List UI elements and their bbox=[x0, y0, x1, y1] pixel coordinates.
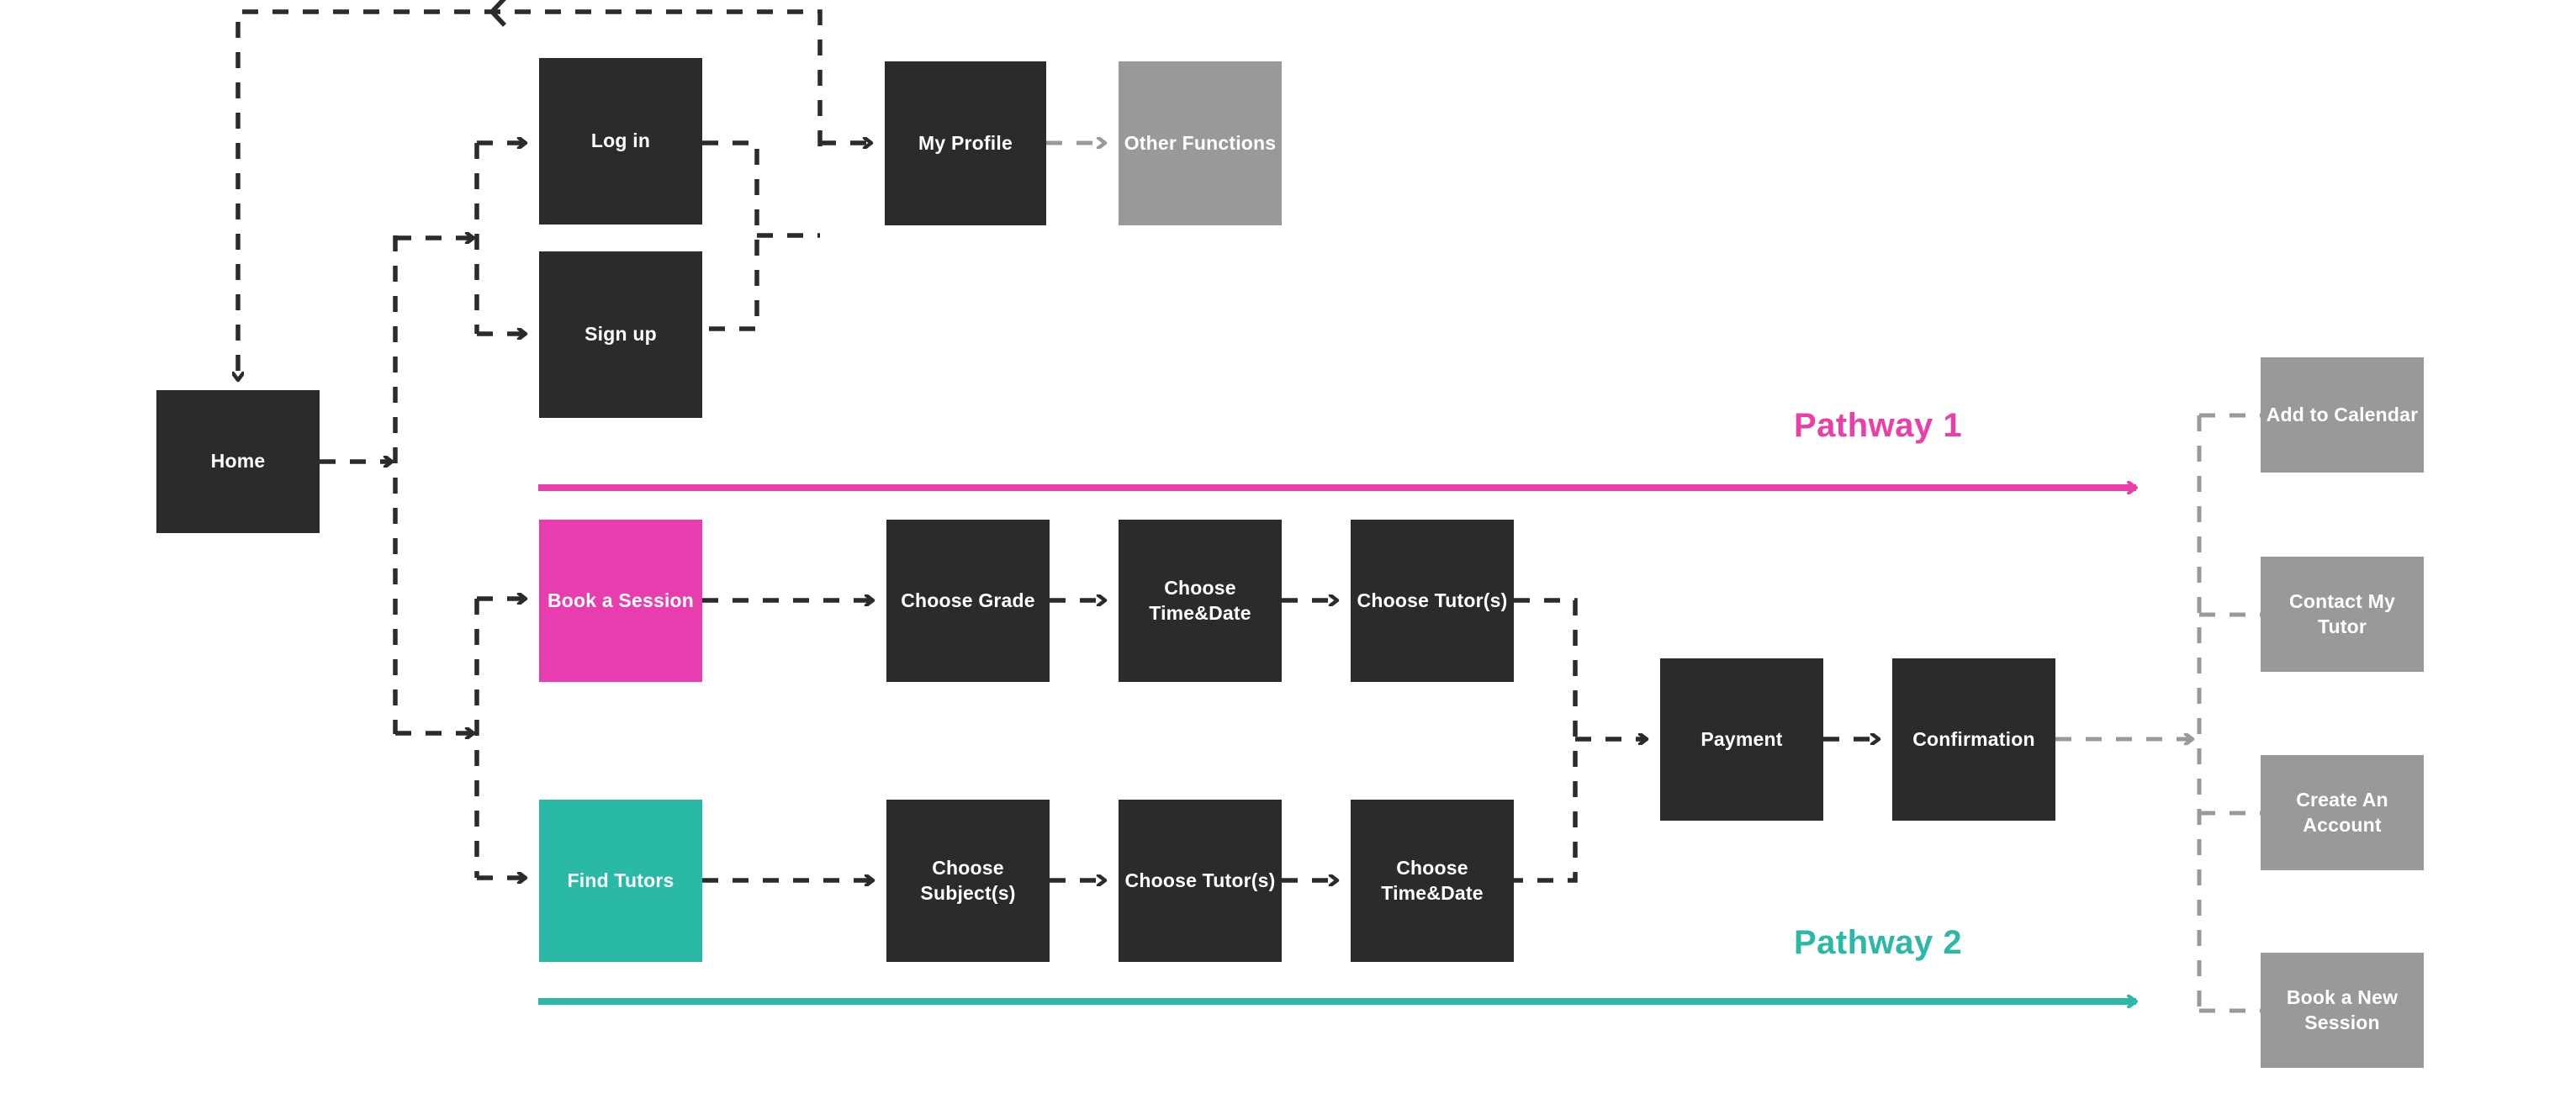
pathway-1-label: Pathway 1 bbox=[1794, 407, 1963, 444]
flow-node-book-a-new-session[interactable]: Book a New Session bbox=[2261, 953, 2424, 1068]
flow-node-my-profile[interactable]: My Profile bbox=[885, 61, 1046, 225]
flow-node-confirmation[interactable]: Confirmation bbox=[1892, 658, 2055, 821]
flow-node-label: My Profile bbox=[918, 131, 1013, 154]
flow-node-payment[interactable]: Payment bbox=[1660, 658, 1823, 821]
flow-node-add-to-calendar[interactable]: Add to Calendar bbox=[2261, 357, 2424, 473]
flow-node-label: Payment bbox=[1701, 727, 1783, 750]
flow-node-label: Choose Subject(s) bbox=[920, 857, 1016, 904]
flow-node-contact-my-tutor[interactable]: Contact My Tutor bbox=[2261, 557, 2424, 672]
flow-node-label: Book a New Session bbox=[2286, 986, 2399, 1033]
flow-node-choose-tutors-2[interactable]: Choose Tutor(s) bbox=[1119, 800, 1282, 962]
flow-node-label: Choose Time&Date bbox=[1149, 577, 1251, 624]
flow-node-label: Confirmation bbox=[1912, 727, 2035, 750]
flow-node-choose-time-date-1[interactable]: Choose Time&Date bbox=[1119, 520, 1282, 682]
flow-node-label: Add to Calendar bbox=[2266, 403, 2419, 425]
connector-loopback-topleft-arrow bbox=[489, 0, 507, 27]
connector-pathway1-merge-down bbox=[1514, 598, 1578, 883]
flow-node-home[interactable]: Home bbox=[156, 390, 320, 533]
flow-node-label: Find Tutors bbox=[567, 869, 674, 891]
flow-node-choose-time-date-2[interactable]: Choose Time&Date bbox=[1351, 800, 1514, 962]
flow-node-choose-grade[interactable]: Choose Grade bbox=[886, 520, 1050, 682]
flow-node-choose-subjects[interactable]: Choose Subject(s) bbox=[886, 800, 1050, 962]
flow-node-sign-up[interactable]: Sign up bbox=[539, 251, 702, 418]
flow-node-label: Choose Tutor(s) bbox=[1124, 869, 1276, 891]
flow-node-label: Choose Tutor(s) bbox=[1357, 589, 1508, 611]
flow-node-label: Choose Grade bbox=[901, 589, 1035, 611]
flow-node-label: Sign up bbox=[584, 323, 657, 346]
flow-node-create-an-account[interactable]: Create An Account bbox=[2261, 755, 2424, 870]
connector-loopback-to-home bbox=[238, 9, 823, 380]
connector-login-merge bbox=[702, 140, 759, 331]
flow-node-other-functions[interactable]: Other Functions bbox=[1119, 61, 1282, 225]
flow-node-choose-tutors-1[interactable]: Choose Tutor(s) bbox=[1351, 520, 1514, 682]
flow-node-label: Book a Session bbox=[547, 589, 695, 611]
flow-node-find-tutors[interactable]: Find Tutors bbox=[539, 800, 702, 962]
flow-node-label: Contact My Tutor bbox=[2289, 590, 2395, 637]
flow-node-label: Home bbox=[210, 450, 266, 473]
flow-node-label: Log in bbox=[590, 129, 651, 152]
flow-node-book-a-session[interactable]: Book a Session bbox=[539, 520, 702, 682]
flow-node-label: Choose Time&Date bbox=[1381, 857, 1484, 904]
flow-node-label: Create An Account bbox=[2296, 789, 2388, 836]
flow-node-log-in[interactable]: Log in bbox=[539, 58, 702, 225]
pathway-2-label: Pathway 2 bbox=[1794, 924, 1963, 961]
flow-node-label: Other Functions bbox=[1124, 131, 1277, 154]
